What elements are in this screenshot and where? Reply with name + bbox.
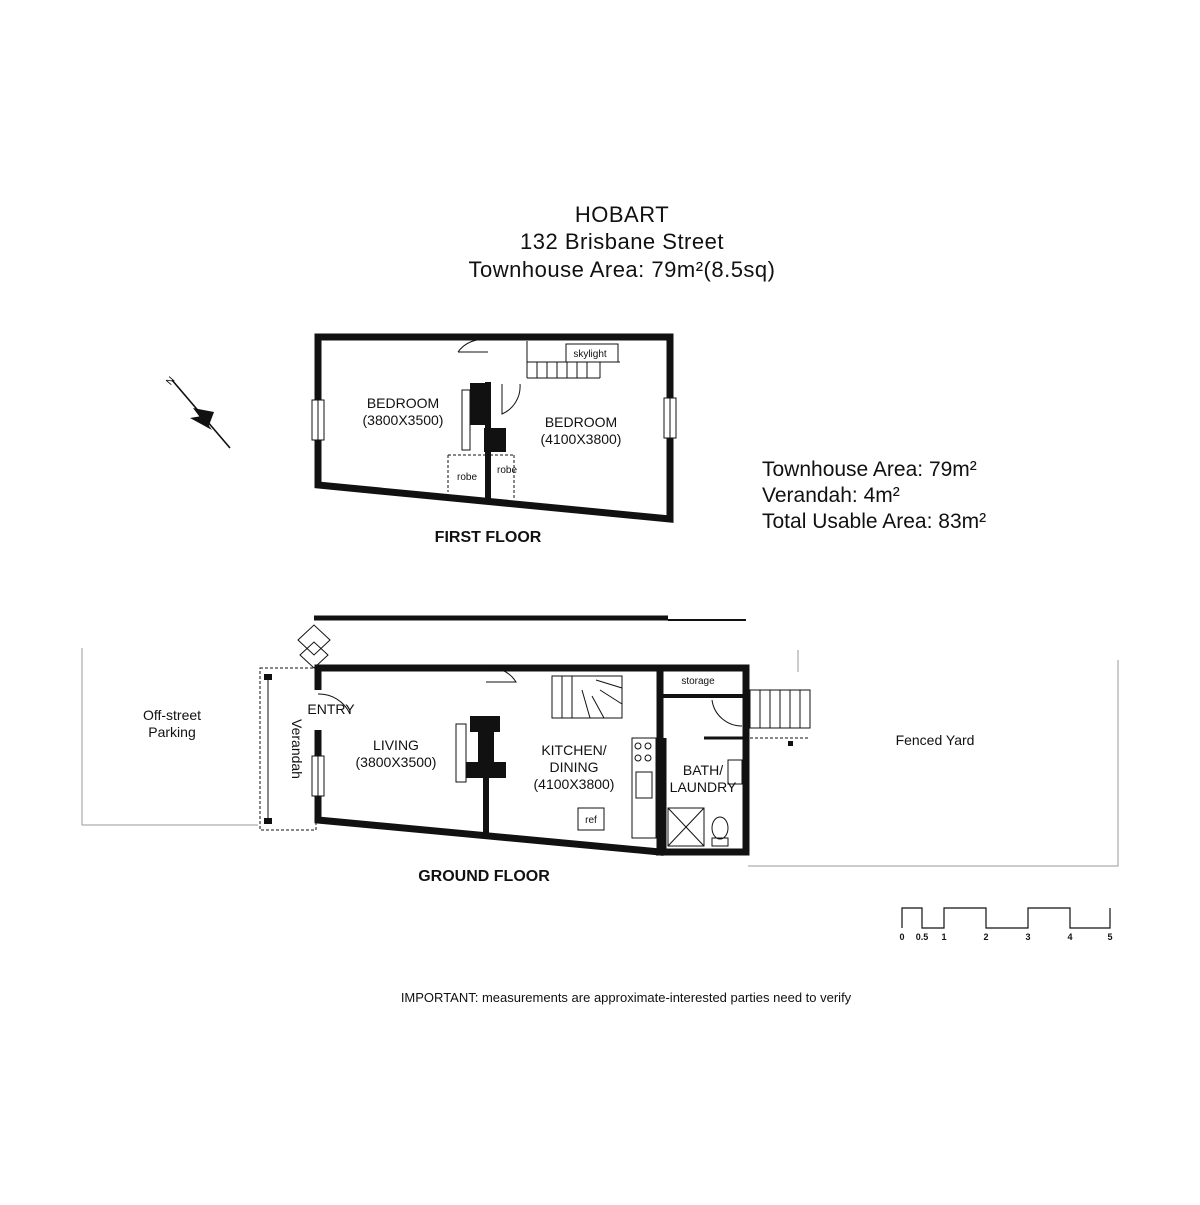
scale-label-1: 1 (941, 932, 946, 942)
bedroom1-name: BEDROOM (367, 395, 439, 411)
bath-walls (656, 664, 750, 856)
bedroom2-name: BEDROOM (545, 414, 617, 430)
ref-label: ref (585, 815, 597, 826)
parking-line2: Parking (148, 724, 195, 740)
yard-label: Fenced Yard (896, 732, 975, 748)
entry-door-icon (312, 690, 324, 730)
disclaimer-note: IMPORTANT: measurements are approximate-… (401, 990, 852, 1005)
north-arrow-icon: N (164, 375, 231, 449)
sink-icon (635, 771, 653, 799)
stove-icon (634, 742, 652, 762)
summary-total: Total Usable Area: 83m² (762, 510, 986, 533)
first-floor-plan: BEDROOM (3800X3500) BEDROOM (4100X3800) … (311, 333, 677, 546)
bath-door-arc (711, 699, 743, 727)
parking-boundary (81, 648, 258, 826)
skylight-label: skylight (573, 349, 607, 360)
yard-boundary (748, 660, 1119, 867)
summary-verandah: Verandah: 4m² (762, 484, 900, 507)
kitchen-dims: (4100X3800) (534, 776, 615, 792)
living-door-arc (485, 667, 517, 683)
scale-label-2: 2 (983, 932, 988, 942)
kitchen-line2: DINING (550, 759, 599, 775)
ground-floor-stairs (551, 675, 623, 719)
ground-floor-plan: ENTRY LIVING (3800X3500) KITCHEN/ DINING… (81, 615, 1119, 885)
gate-icon (297, 624, 331, 669)
fridge-box (577, 807, 605, 831)
header-city: HOBART (575, 202, 669, 227)
summary-townhouse: Townhouse Area: 79m² (762, 458, 977, 481)
living-dims: (3800X3500) (356, 754, 437, 770)
scale-bar: 0 0.5 1 2 3 4 5 (899, 907, 1113, 942)
first-floor-door-1 (457, 339, 489, 353)
bath-line2: LAUNDRY (670, 779, 737, 795)
scale-label-4: 4 (1067, 932, 1072, 942)
living-name: LIVING (373, 737, 419, 753)
robe1-label: robe (457, 472, 477, 483)
first-floor-door-2 (501, 383, 521, 415)
storage-label: storage (681, 676, 715, 687)
skylight-box (565, 343, 619, 363)
basin-icon (727, 759, 743, 785)
kitchen-line1: KITCHEN/ (541, 742, 606, 758)
toilet-icon (711, 816, 729, 840)
scale-label-0-5: 0.5 (916, 932, 929, 942)
rear-steps (749, 689, 811, 746)
bedroom2-dims: (4100X3800) (541, 431, 622, 447)
header-area: Townhouse Area: 79m²(8.5sq) (469, 257, 776, 282)
first-floor-chimney (470, 383, 490, 425)
scale-label-3: 3 (1025, 932, 1030, 942)
robe2-label: robe (497, 465, 517, 476)
bedroom1-dims: (3800X3500) (363, 412, 444, 428)
shower-icon (667, 807, 705, 847)
entry-label: ENTRY (307, 701, 355, 717)
parking-line1: Off-street (143, 707, 201, 723)
verandah-label: Verandah (289, 719, 305, 779)
bath-line1: BATH/ (683, 762, 723, 778)
scale-label-0: 0 (899, 932, 904, 942)
north-label: N (164, 375, 177, 388)
first-floor-title: FIRST FLOOR (435, 529, 542, 546)
ground-floor-chimney (470, 716, 500, 732)
header-address: 132 Brisbane Street (520, 229, 724, 254)
ground-floor-title: GROUND FLOOR (418, 868, 550, 885)
kitchen-bench (631, 737, 657, 839)
scale-label-5: 5 (1107, 932, 1112, 942)
first-floor-stairs (526, 341, 620, 379)
